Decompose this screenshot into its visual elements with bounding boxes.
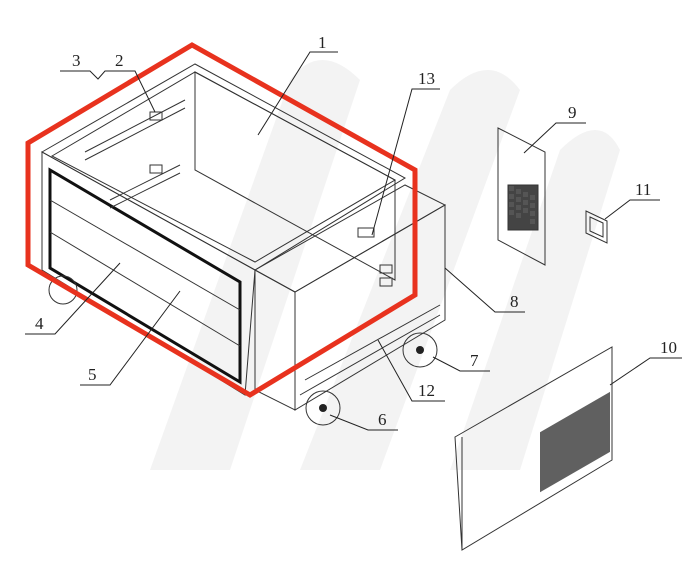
callout-6: 6	[378, 410, 387, 429]
callouts: 1 2 3 13 9 11 8 10 7 12 6 4 5	[25, 33, 682, 431]
part-9-panel	[497, 127, 546, 266]
callout-2: 2	[115, 51, 124, 70]
callout-10: 10	[660, 338, 677, 357]
part-11-grommet	[585, 210, 608, 244]
part-10-cover	[454, 346, 613, 551]
callout-13: 13	[418, 69, 435, 88]
callout-3: 3	[72, 51, 81, 70]
callout-5: 5	[88, 365, 97, 384]
callout-1: 1	[318, 33, 327, 52]
callout-12: 12	[418, 381, 435, 400]
callout-4: 4	[35, 314, 44, 333]
callout-7: 7	[470, 351, 479, 370]
cabinet-body	[40, 63, 447, 426]
highlight-outline	[25, 42, 418, 398]
callout-9: 9	[568, 103, 577, 122]
callout-11: 11	[635, 180, 651, 199]
callout-8: 8	[510, 292, 519, 311]
